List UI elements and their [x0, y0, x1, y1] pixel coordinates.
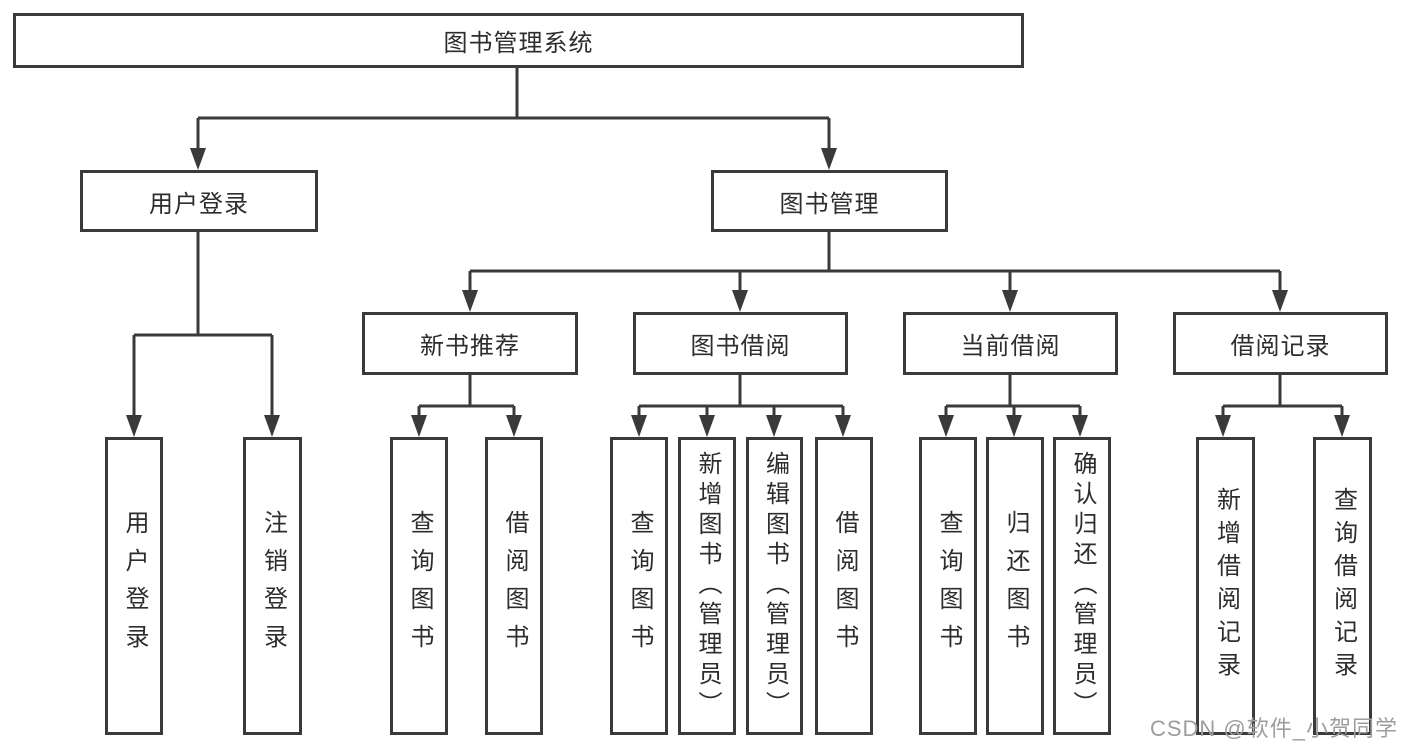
leaf-logout: 注销登录	[243, 437, 302, 735]
leaf-edit-book-admin: 编辑图书（管理员）	[746, 437, 803, 735]
leaf-borrow-books-recommend: 借阅图书	[485, 437, 543, 735]
leaf-add-borrow-record: 新增借阅记录	[1196, 437, 1255, 735]
leaf-return-book: 归还图书	[986, 437, 1044, 735]
leaf-borrow-books-borrowing-label: 借阅图书	[831, 510, 858, 662]
node-user-login: 用户登录	[80, 170, 318, 232]
node-current-borrowing: 当前借阅	[903, 312, 1118, 375]
leaf-add-book-admin: 新增图书（管理员）	[678, 437, 736, 735]
leaf-add-borrow-record-label: 新增借阅记录	[1212, 487, 1240, 685]
leaf-user-login: 用户登录	[105, 437, 163, 735]
leaf-borrow-books-borrowing: 借阅图书	[815, 437, 873, 735]
node-library-system: 图书管理系统	[13, 13, 1024, 68]
leaf-query-borrow-record: 查询借阅记录	[1313, 437, 1372, 735]
leaf-borrow-books-recommend-label: 借阅图书	[501, 510, 528, 662]
leaf-confirm-return-admin: 确认归还（管理员）	[1053, 437, 1111, 735]
leaf-query-books-borrowing: 查询图书	[610, 437, 668, 735]
leaf-user-login-label: 用户登录	[121, 510, 148, 662]
csdn-watermark: CSDN @软件_小贺同学	[1149, 716, 1398, 741]
leaf-return-book-label: 归还图书	[1002, 510, 1029, 662]
node-borrowing-records: 借阅记录	[1173, 312, 1388, 375]
leaf-query-borrow-record-label: 查询借阅记录	[1329, 487, 1357, 685]
leaf-confirm-return-admin-label: 确认归还（管理员）	[1069, 451, 1096, 721]
leaf-edit-book-admin-label: 编辑图书（管理员）	[761, 451, 789, 721]
leaf-query-books-current: 查询图书	[919, 437, 977, 735]
leaf-logout-label: 注销登录	[259, 510, 287, 662]
leaf-add-book-admin-label: 新增图书（管理员）	[694, 451, 721, 721]
leaf-query-books-recommend: 查询图书	[390, 437, 448, 735]
node-book-borrowing: 图书借阅	[633, 312, 848, 375]
leaf-query-books-recommend-label: 查询图书	[406, 510, 433, 662]
leaf-query-books-borrowing-label: 查询图书	[626, 510, 653, 662]
node-new-book-recommendation: 新书推荐	[362, 312, 578, 375]
leaf-query-books-current-label: 查询图书	[935, 510, 962, 662]
node-book-management: 图书管理	[711, 170, 948, 232]
